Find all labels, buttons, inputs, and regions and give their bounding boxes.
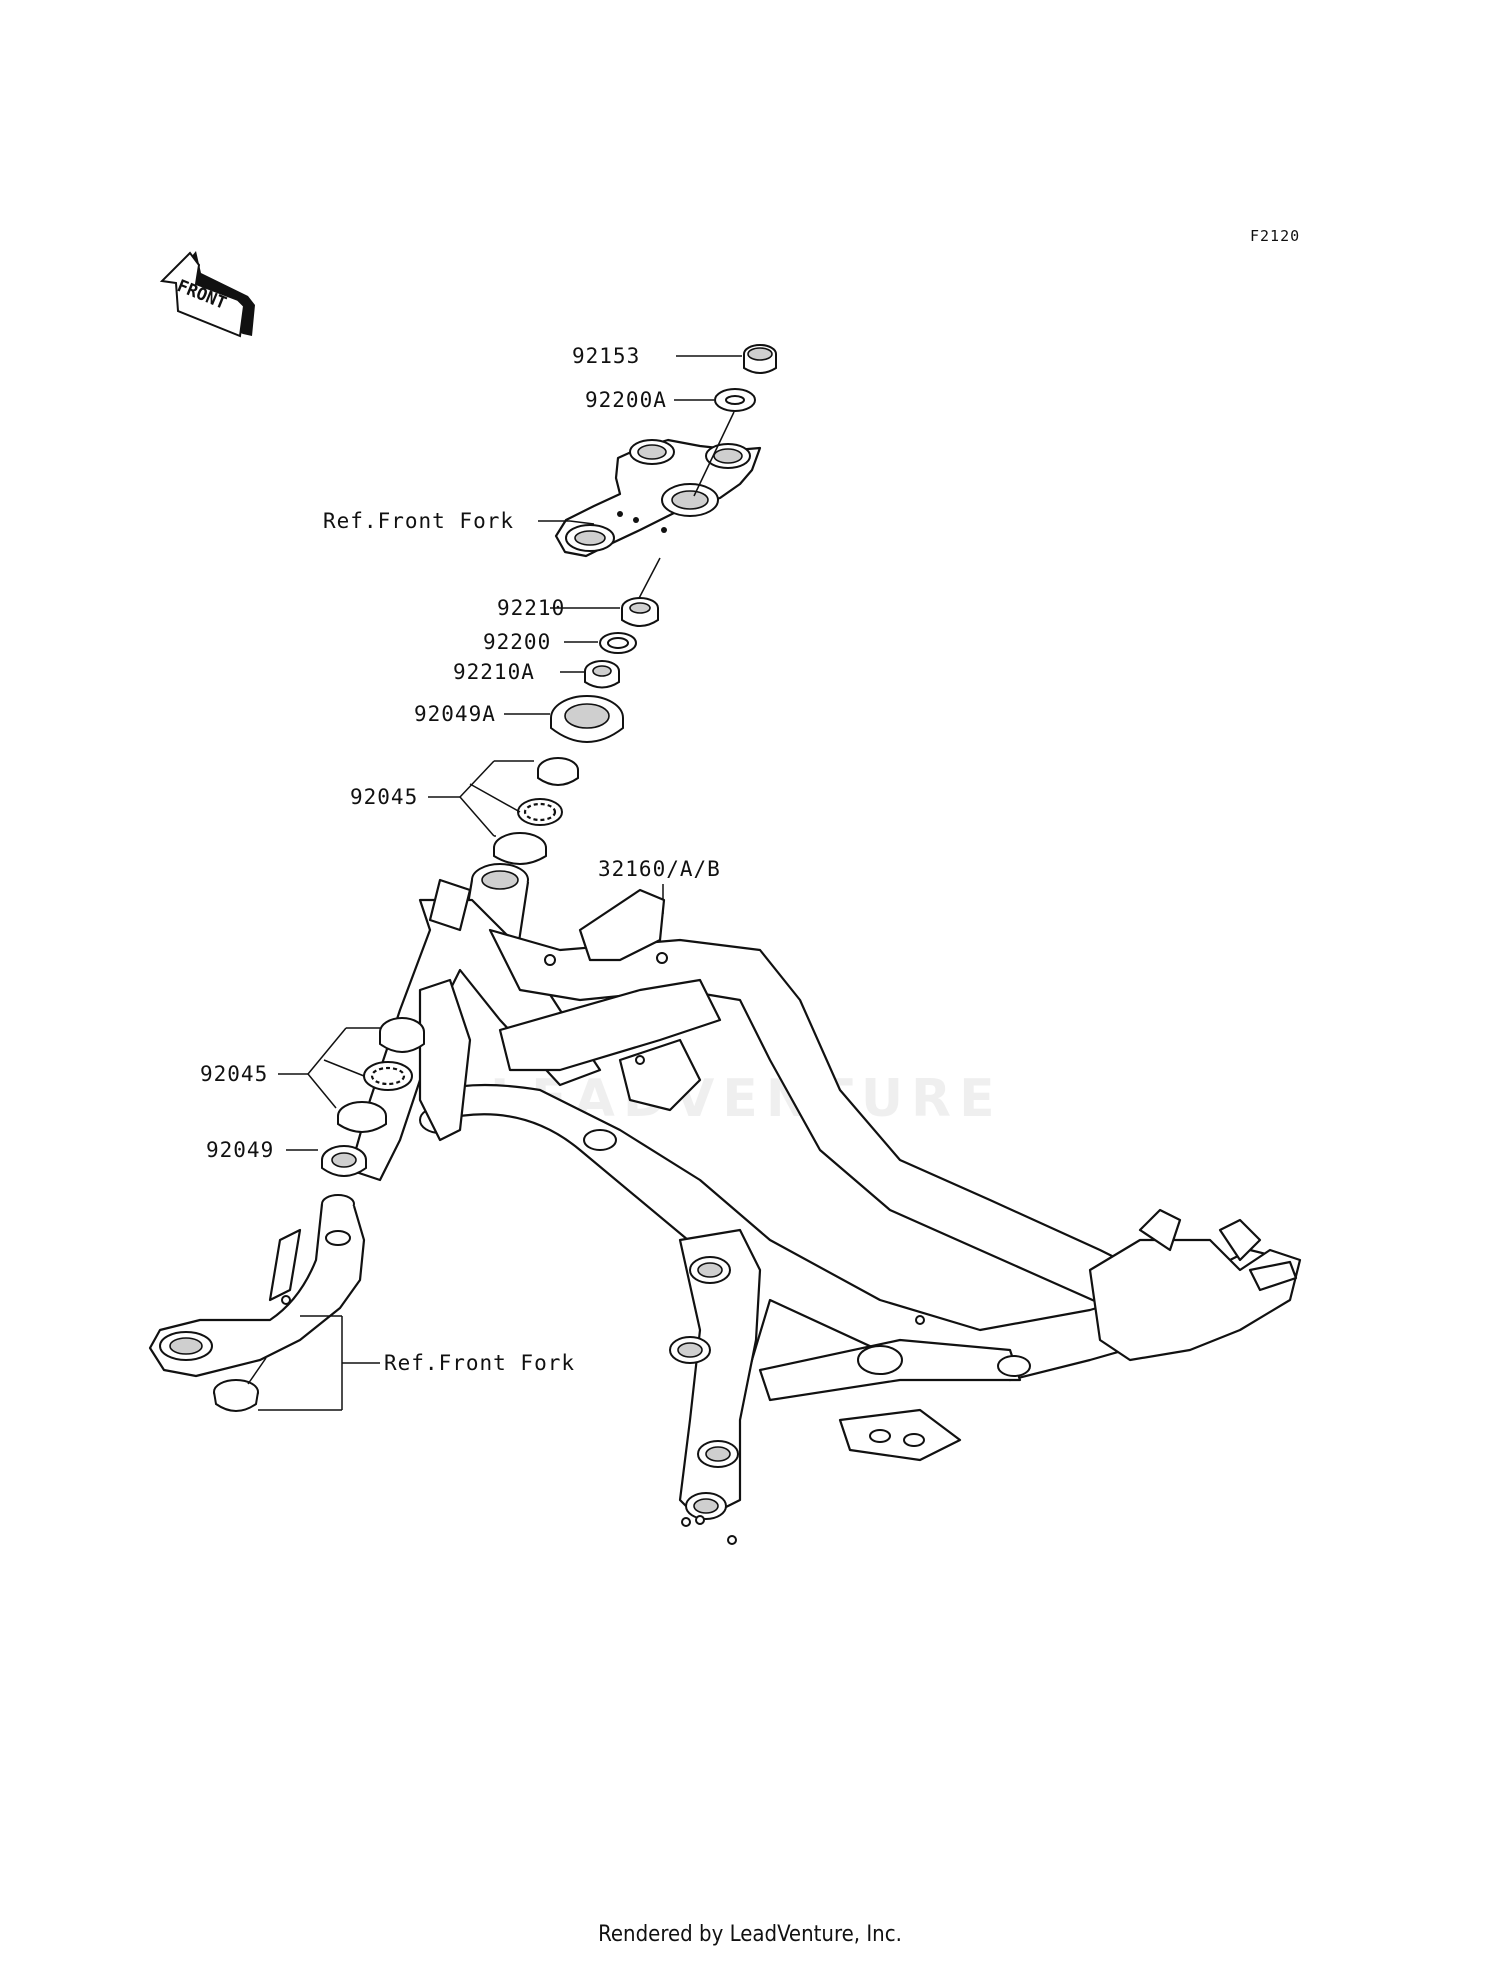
diagram-code: F2120 bbox=[1250, 227, 1300, 245]
part-92049-seal bbox=[321, 1145, 367, 1177]
leader-lower-clamp bbox=[247, 1357, 267, 1385]
label-92049: 92049 bbox=[206, 1138, 274, 1162]
label-92049a: 92049A bbox=[414, 702, 496, 726]
part-92153-cap bbox=[743, 344, 777, 374]
part-92045-upper-bearing bbox=[493, 757, 579, 865]
label-92210: 92210 bbox=[497, 596, 565, 620]
label-ref-front-fork-upper: Ref.Front Fork bbox=[323, 509, 514, 533]
leader-clamp-down bbox=[635, 557, 661, 605]
part-92049a-seal bbox=[550, 695, 624, 743]
footer-credit: Rendered by LeadVenture, Inc. bbox=[598, 1922, 902, 1947]
label-92045-lower: 92045 bbox=[200, 1062, 268, 1086]
part-92210a-nut bbox=[584, 660, 620, 689]
label-32160-a-b: 32160/A/B bbox=[598, 857, 721, 881]
part-92210-nut bbox=[621, 597, 659, 627]
label-ref-front-fork-lower: Ref.Front Fork bbox=[384, 1351, 575, 1375]
part-92045-lower-bearing bbox=[337, 1017, 425, 1133]
leader-92200a-down bbox=[693, 411, 735, 497]
upper-triple-clamp bbox=[554, 438, 762, 558]
label-92200a: 92200A bbox=[585, 388, 667, 412]
label-92045-upper: 92045 bbox=[350, 785, 418, 809]
lower-triple-clamp bbox=[148, 1194, 366, 1412]
part-92200-washer bbox=[599, 632, 637, 654]
label-92200: 92200 bbox=[483, 630, 551, 654]
label-92210a: 92210A bbox=[453, 660, 535, 684]
label-92153: 92153 bbox=[572, 344, 640, 368]
part-92200a-washer bbox=[714, 388, 756, 412]
front-arrow-icon: FRONT bbox=[159, 251, 255, 338]
motorcycle-frame bbox=[348, 863, 1302, 1545]
